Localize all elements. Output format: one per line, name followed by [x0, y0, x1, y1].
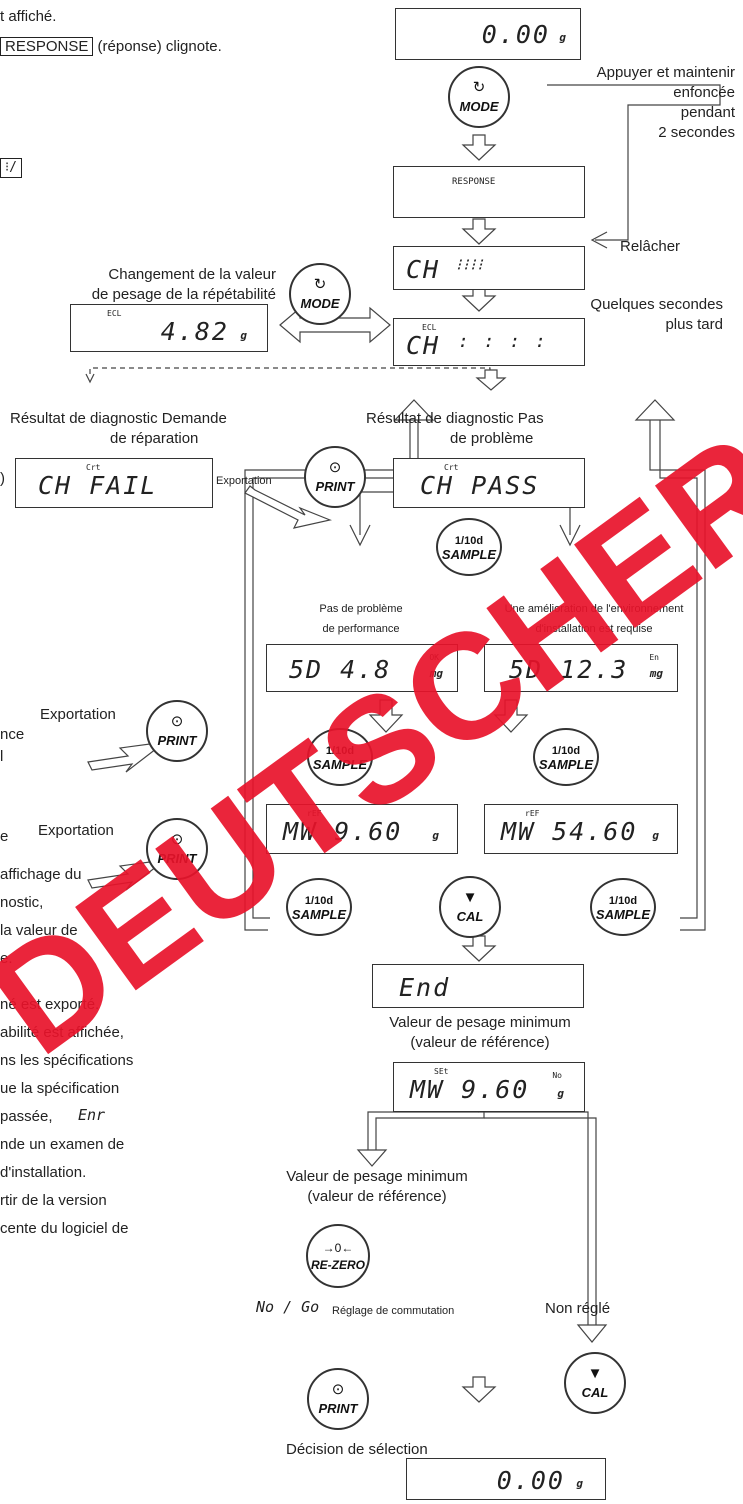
left-line-2: RESPONSE (réponse) clignote. — [0, 37, 222, 56]
print-button-top[interactable]: ⊙ PRINT — [304, 446, 366, 508]
display-sd-en: 5D 12.3 En mg — [484, 644, 678, 692]
display-ch-ecl: ECL CH : : : : — [393, 318, 585, 366]
rep-change-line1: Changement de la valeur — [108, 266, 276, 283]
later-line2: plus tard — [665, 316, 723, 333]
print-button-left-2[interactable]: ⊙ PRINT — [146, 818, 208, 880]
print-button-left-1[interactable]: ⊙ PRINT — [146, 700, 208, 762]
cal-button-mid[interactable]: ▼ CAL — [439, 876, 501, 938]
release-label: Relâcher — [620, 238, 681, 255]
response-label: RESPONSE — [0, 37, 94, 56]
arrow-zero-icon: →0← — [322, 1241, 354, 1255]
cal-button-bottom[interactable]: ▼ CAL — [564, 1352, 626, 1414]
display-ch-fail: Crt CH FAIL — [15, 458, 213, 508]
sample-button-right[interactable]: 1/10d SAMPLE — [533, 728, 599, 786]
nce-fragment: nce — [0, 726, 25, 743]
ch-glyph: ⁝/ — [0, 158, 22, 178]
display-response: RESPONSE — [393, 166, 585, 218]
display-final: 0.00 g — [406, 1458, 606, 1500]
diag-repair-line2: de réparation — [110, 430, 199, 447]
export-label-1: Exportation — [40, 706, 116, 723]
hold-line2: enfoncée — [673, 84, 735, 101]
decision-label: Décision de sélection — [286, 1441, 428, 1458]
hold-line4: 2 secondes — [658, 124, 735, 141]
min-ref2-line2: (valeur de référence) — [307, 1188, 447, 1205]
improve-line2: d'installation est requise — [535, 623, 653, 635]
display-sd-ok: 5D 4.8 OK mg — [266, 644, 458, 692]
refresh-icon: ↻ — [313, 276, 327, 293]
display-mw-ref-left: rEF MW 9.60 g — [266, 804, 458, 854]
export-small: Exportation — [216, 475, 272, 487]
switch-glyph: No / Go — [256, 1298, 320, 1316]
display-mw-set: SEt MW 9.60 No g — [393, 1062, 585, 1112]
print-circle-icon: ⊙ — [170, 831, 184, 848]
rep-change-line2: de pesage de la répétabilité — [91, 286, 276, 303]
switch-label: Réglage de commutation — [332, 1305, 455, 1317]
min-ref1-line1: Valeur de pesage minimum — [389, 1014, 571, 1031]
refresh-icon: ↻ — [472, 79, 486, 96]
display-ch-pass: Crt CH PASS — [393, 458, 585, 508]
display-end: End — [372, 964, 584, 1008]
paren: ) — [0, 470, 5, 487]
min-ref2-line1: Valeur de pesage minimum — [286, 1168, 468, 1185]
en-glyph: Enr — [78, 1106, 106, 1124]
no-problem-line1: Pas de problème — [319, 603, 403, 615]
improve-line1: Une amélioration de l'environnement — [504, 603, 684, 615]
sample-button-left[interactable]: 1/10d SAMPLE — [307, 728, 373, 786]
later-line1: Quelques secondes — [590, 296, 723, 313]
mode-button-top[interactable]: ↻ MODE — [448, 66, 510, 128]
print-circle-icon: ⊙ — [331, 1381, 345, 1398]
diag-ok-line1: Résultat de diagnostic Pas — [366, 410, 544, 427]
print-button-bottom[interactable]: ⊙ PRINT — [307, 1368, 369, 1430]
triangle-down-icon: ▼ — [587, 1365, 603, 1382]
min-ref1-line2: (valeur de référence) — [410, 1034, 550, 1051]
not-set-label: Non réglé — [545, 1300, 611, 1317]
export-label-2: Exportation — [38, 822, 114, 839]
hold-line3: pendant — [680, 104, 735, 121]
l-fragment: l — [0, 748, 4, 765]
print-circle-icon: ⊙ — [170, 713, 184, 730]
left-line-1: t affiché. — [0, 8, 57, 25]
display-repeatability: ECL 4.82 g — [70, 304, 268, 352]
diag-repair-line1: Résultat de diagnostic Demande — [10, 410, 227, 427]
display-ch-blink: CH ⁝⁝⁝⁝ — [393, 246, 585, 290]
display-initial: 0.00 g — [395, 8, 581, 60]
triangle-down-icon: ▼ — [462, 889, 478, 906]
rezero-button[interactable]: →0← RE-ZERO — [306, 1224, 370, 1288]
sample-button-bottom-left[interactable]: 1/10d SAMPLE — [286, 878, 352, 936]
e-fragment: e — [0, 828, 9, 845]
display-mw-ref-right: rEF MW 54.60 g — [484, 804, 678, 854]
hold-line1: Appuyer et maintenir — [596, 64, 735, 81]
mode-button-mid[interactable]: ↻ MODE — [289, 263, 351, 325]
sample-button-top[interactable]: 1/10d SAMPLE — [436, 518, 502, 576]
print-circle-icon: ⊙ — [328, 459, 342, 476]
diag-ok-line2: de problème — [450, 430, 534, 447]
sample-button-bottom-right[interactable]: 1/10d SAMPLE — [590, 878, 656, 936]
no-problem-line2: de performance — [322, 623, 400, 635]
